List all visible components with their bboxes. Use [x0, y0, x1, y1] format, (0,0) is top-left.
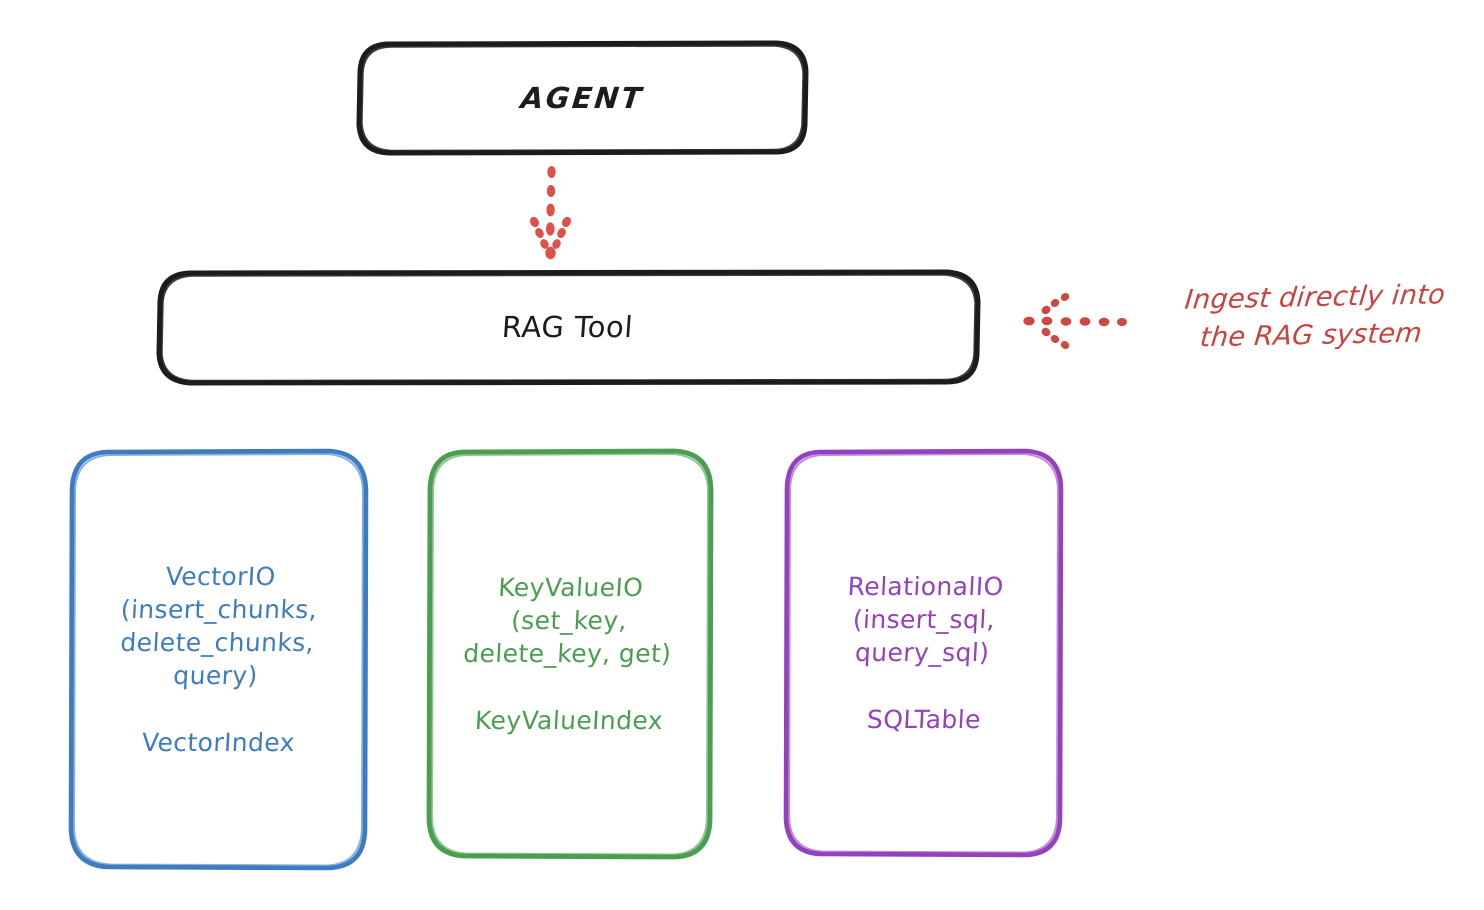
relational-io-box-outline	[783, 448, 1064, 858]
vector-io-title: VectorIO (insert_chunks, delete_chunks, …	[119, 561, 318, 690]
ingest-annotation: Ingest directly into the RAG system	[1139, 275, 1484, 358]
annotation-arrow	[1023, 292, 1127, 350]
vector-io-box-outline	[68, 448, 369, 871]
key-value-io-node[interactable]: KeyValueIO (set_key, delete_key, get) Ke…	[428, 450, 711, 857]
rag-tool-label: RAG Tool	[501, 310, 635, 344]
key-value-io-title: KeyValueIO (set_key, delete_key, get)	[462, 572, 673, 668]
ingest-annotation-line-2: the RAG system	[1198, 317, 1424, 354]
rag-tool-box-outline	[156, 269, 981, 386]
key-value-io-index: KeyValueIndex	[474, 705, 665, 735]
vector-io-node[interactable]: VectorIO (insert_chunks, delete_chunks, …	[70, 450, 366, 868]
rag-tool-node[interactable]: RAG Tool	[158, 271, 978, 383]
relational-io-index: SQLTable	[865, 704, 982, 734]
agent-label: AGENT	[519, 81, 646, 115]
relational-io-title: RelationalIO (insert_sql, query_sql)	[846, 571, 1004, 667]
vector-io-index: VectorIndex	[140, 727, 296, 757]
agent-to-rag-connector	[530, 166, 571, 260]
relational-io-node[interactable]: RelationalIO (insert_sql, query_sql) SQL…	[786, 450, 1061, 855]
ingest-annotation-line-1: Ingest directly into	[1183, 279, 1447, 316]
agent-node[interactable]: AGENT	[358, 42, 807, 154]
key-value-io-box-outline	[426, 448, 714, 860]
agent-box-outline	[356, 40, 809, 156]
